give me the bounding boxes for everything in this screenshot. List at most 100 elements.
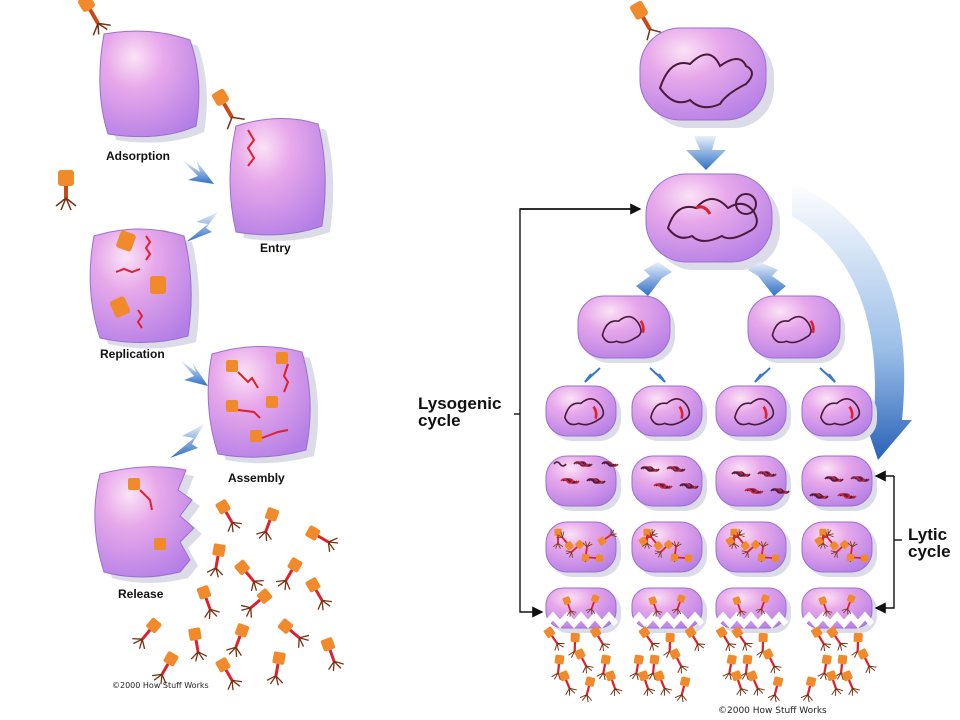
lysogen-cell [747, 295, 845, 363]
stage-label-release: Release [118, 587, 164, 601]
phage-icon [746, 670, 765, 696]
burst-cell [799, 587, 877, 633]
phage-icon [266, 651, 286, 686]
flow-arrow-icon [180, 360, 208, 386]
phage-icon [552, 528, 564, 549]
phage-icon [305, 525, 339, 553]
phage-icon [630, 0, 662, 41]
flow-arrow-icon [170, 424, 204, 458]
phage-icon [212, 88, 245, 130]
stage-label-assembly: Assembly [228, 471, 285, 485]
phage-icon [78, 0, 111, 36]
lysogen-cell [631, 385, 707, 441]
phage-icon [565, 539, 585, 558]
host-cell-top [639, 27, 774, 128]
cell-grid [543, 385, 877, 633]
replicating-cell [801, 455, 877, 511]
flow-arrow-icon [686, 136, 726, 170]
phage-icon [834, 654, 848, 681]
assembled-cell [631, 521, 707, 577]
flow-arrows-row-3 [584, 367, 836, 383]
lytic-bracket [874, 470, 902, 614]
phage-icon [596, 654, 611, 681]
phage-icon [716, 626, 737, 652]
phage-icon [762, 648, 782, 674]
phage-icon [562, 596, 577, 617]
phage-icon [597, 528, 617, 546]
lysogen-cell [577, 295, 675, 363]
phage-icon [151, 651, 179, 685]
assembled-cell [715, 521, 791, 577]
phage-icon [556, 531, 574, 551]
phage-icon [226, 623, 250, 658]
burst-cell [713, 587, 791, 633]
phage-icon [817, 528, 829, 549]
assembled-cell [545, 521, 621, 577]
phage-icon [277, 618, 310, 648]
replicating-cell [545, 455, 621, 511]
phage-icon [685, 626, 706, 652]
phage-icon [811, 626, 832, 652]
flow-arrow-icon [186, 212, 218, 242]
host-cell-integrated [645, 173, 780, 270]
phage-icon [215, 499, 243, 533]
phage-icon [653, 670, 672, 696]
lytic-cycle-label: Lytic cycle [908, 525, 951, 561]
phage-icon [215, 657, 243, 691]
big-lytic-arrow-icon [792, 182, 912, 460]
phage-icon [757, 541, 769, 562]
phage-icon [234, 559, 264, 592]
right-panel [514, 0, 912, 703]
lysogen-cell [545, 385, 621, 441]
phage-icon [841, 594, 856, 615]
lysogen-row-2 [577, 295, 845, 363]
phage-icon [674, 676, 691, 703]
phage-icon [305, 577, 333, 611]
phage-icon [826, 626, 848, 651]
phage-icon [568, 632, 581, 659]
phage-icon [800, 676, 817, 703]
phage-icon [648, 596, 663, 617]
progeny-phages [543, 626, 877, 703]
phage-icon [731, 626, 753, 651]
stage-label-adsorption: Adsorption [106, 149, 170, 163]
stage-label-replication: Replication [100, 347, 165, 361]
phage-icon [558, 670, 577, 696]
phage-icon [728, 528, 740, 549]
lysogen-cell [715, 385, 791, 441]
phage-icon [654, 539, 674, 558]
phage-icon [755, 594, 770, 615]
copyright-left: ©2000 How Stuff Works [112, 681, 209, 690]
phage-icon [741, 539, 761, 558]
burst-cell [543, 587, 621, 633]
phage-icon [581, 541, 593, 562]
phage-icon [574, 648, 594, 674]
assembled-cell [801, 521, 877, 577]
phage-icon [188, 627, 208, 662]
phage-icon [638, 528, 658, 546]
phage-icon [590, 626, 611, 652]
lysogen-cell [801, 385, 877, 441]
flow-arrow-icon [748, 262, 786, 296]
phage-icon [240, 588, 273, 618]
phage-icon [732, 596, 747, 617]
phage-icon [830, 539, 850, 558]
phage-icon [256, 507, 280, 542]
copyright-right: ©2000 How Stuff Works [718, 706, 827, 716]
replication-cell [89, 228, 200, 349]
burst-cell [629, 587, 707, 633]
phage-icon [275, 557, 303, 591]
phage-icon [814, 528, 834, 546]
phage-icon [543, 626, 565, 651]
phage-icon [846, 541, 858, 562]
phage-icon [671, 594, 686, 615]
phage-icon [641, 528, 653, 549]
phage-icon [818, 596, 833, 617]
phage-icon [132, 617, 162, 650]
adsorption-cell [99, 30, 207, 143]
flow-arrow-icon [636, 262, 672, 296]
phage-icon [817, 654, 832, 681]
stage-label-entry: Entry [260, 241, 291, 255]
replicating-cell [631, 455, 707, 511]
